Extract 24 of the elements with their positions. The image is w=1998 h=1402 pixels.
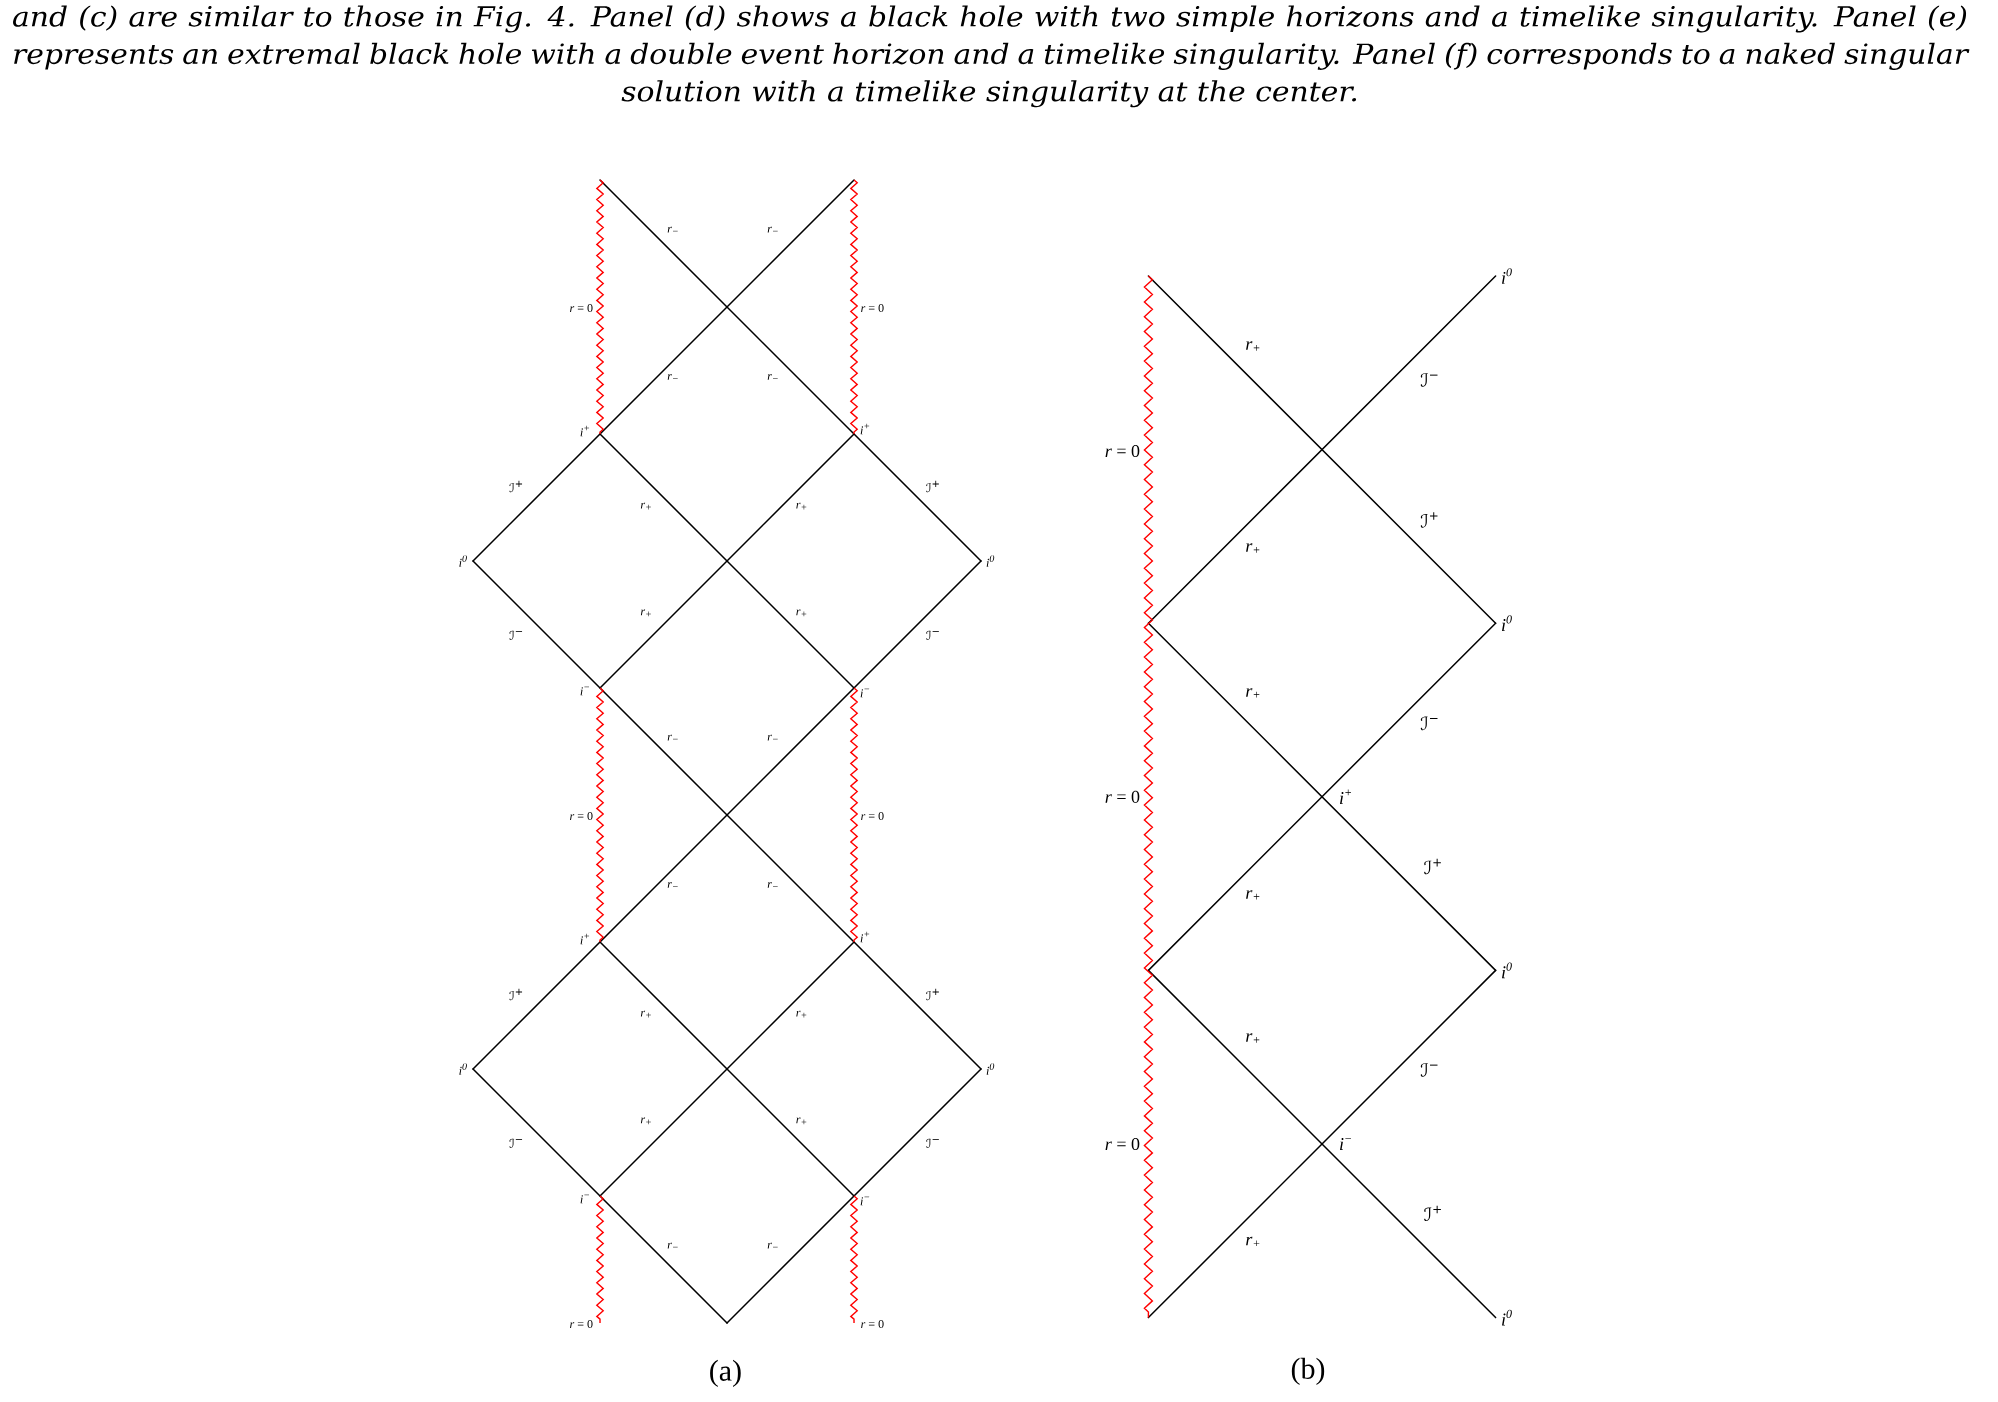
scri-label: ℐ$^{+}$: [1420, 512, 1438, 528]
scri-label: ℐ$^{+}$: [1424, 1205, 1441, 1222]
infinity-label: i$^{−}$: [1340, 1138, 1351, 1150]
horizon-label: r$_{+}$: [1246, 890, 1260, 900]
horizon-label: r$_{+}$: [1246, 1236, 1260, 1247]
singularity-label: r = 0: [1105, 1137, 1140, 1151]
panel-label: (a): [710, 1359, 741, 1387]
infinity-label: i$^{+}$: [1340, 789, 1351, 804]
horizon-label: r$_{+}$: [1246, 543, 1260, 553]
caption: and (c) are similar to those in Fig. 4. Panel (d) shows a black hole with two simple horizons and a timelike singularity. Panel (e) represents an extremal black hole with a double event horizon and a timelike singularity. Panel (f) corresponds to a naked singular solution with a timelike singularity at the center.: [13, 5, 1970, 108]
infinity-label: i$^{0}$: [1502, 1309, 1512, 1326]
scri-label: ℐ$^{−}$: [1420, 373, 1438, 387]
horizon-label: r$_{+}$: [1246, 688, 1260, 698]
horizon-label: r$_{+}$: [1246, 341, 1260, 351]
singularity-label: r = 0: [1105, 790, 1140, 803]
infinity-label: i$^{0}$: [1502, 962, 1512, 979]
scri-label: ℐ$^{−}$: [1420, 716, 1438, 731]
scri-label: ℐ$^{+}$: [1424, 858, 1441, 875]
horizon-label: r$_{+}$: [1246, 1033, 1260, 1043]
singularity-label: r = 0: [1105, 444, 1140, 458]
scri-label: ℐ$^{−}$: [1420, 1063, 1438, 1077]
infinity-label: i$^{0}$: [1502, 615, 1512, 631]
infinity-label: i$^{0}$: [1502, 268, 1512, 284]
panel-label: (b): [1291, 1357, 1325, 1385]
